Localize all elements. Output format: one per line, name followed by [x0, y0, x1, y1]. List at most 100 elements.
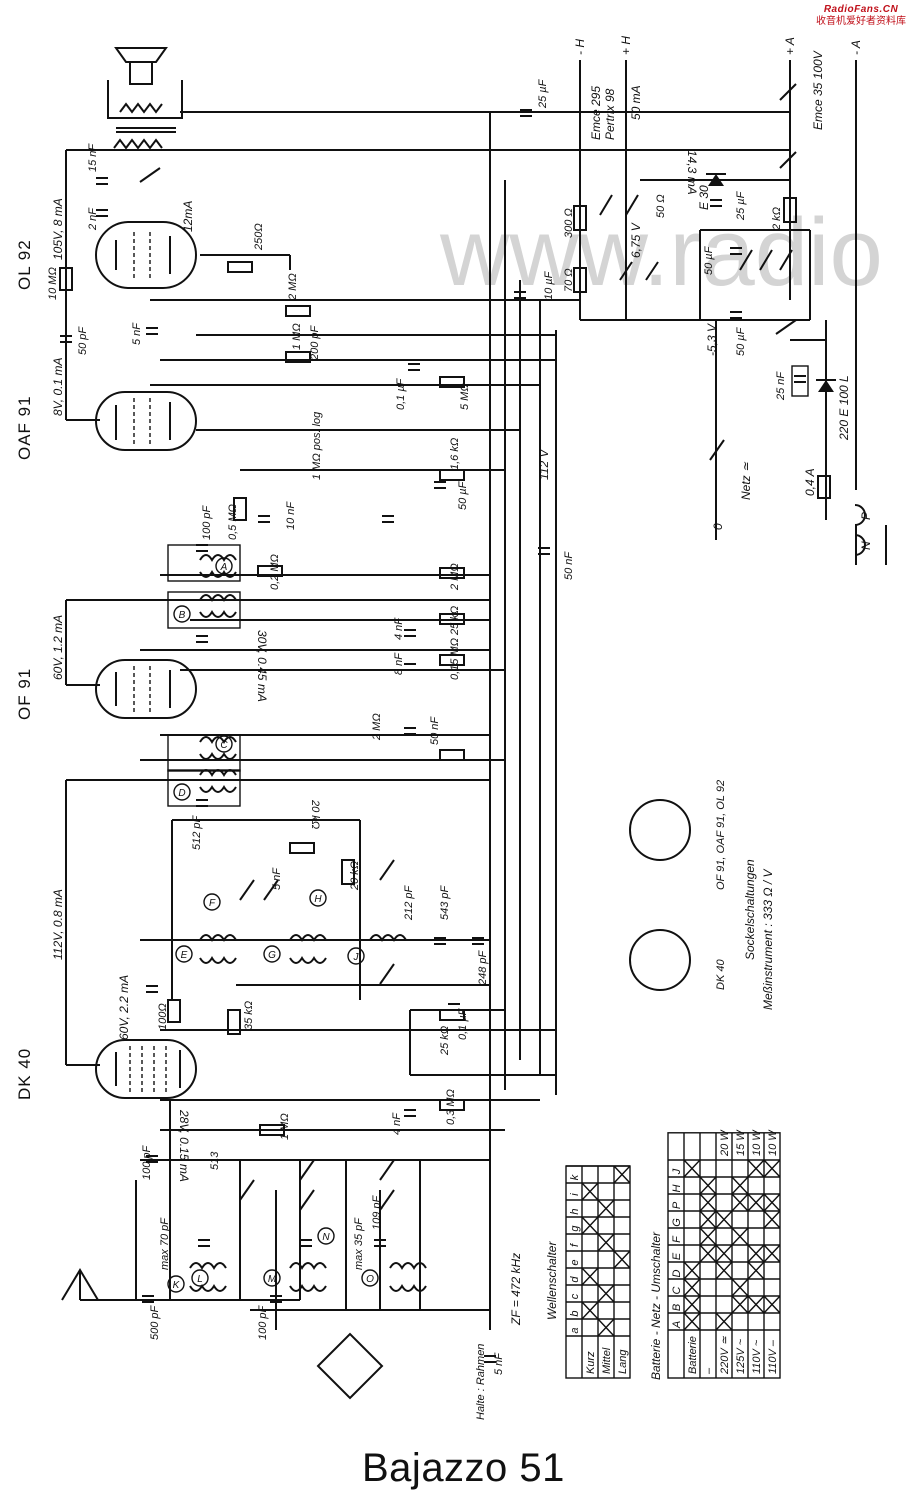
power-switch-watts: 15 W [735, 1129, 747, 1156]
wave-switch-mark [613, 1165, 631, 1184]
power-switch-mark [763, 1295, 781, 1314]
label-rahmen: Halte : Rahmen [475, 1344, 487, 1420]
power-switch-mark [715, 1210, 733, 1229]
wave-switch-col-a: a [569, 1327, 581, 1333]
capacitors [60, 109, 806, 1363]
wave-switch-col-f: f [569, 1243, 581, 1247]
label-c50p: 50 pF [77, 326, 89, 355]
coil-letter-o: O [366, 1274, 374, 1285]
tube-ol92 [95, 221, 197, 289]
power-switch-mark [683, 1261, 701, 1280]
coil-letter-f: F [209, 898, 216, 909]
coil-marker-a [215, 557, 233, 575]
wave-switch-col-k: k [569, 1174, 581, 1180]
sockets-title: Sockelschaltungen [743, 859, 757, 960]
dk40-aux: 112V, 0.8 mA [51, 889, 65, 960]
wave-switch-mark [581, 1301, 599, 1320]
wave-switch-mark [581, 1182, 599, 1201]
label-675v: 6,75 V [629, 222, 643, 258]
coil-marker-m [263, 1269, 281, 1287]
label-r300: 300 Ω [563, 208, 575, 238]
meter-label: Meßinstrument : 333 Ω / V [761, 868, 775, 1010]
label-c25u-b: 25 µF [735, 190, 747, 221]
label-c212p: 212 pF [403, 884, 415, 921]
coil-letter-a: A [220, 562, 228, 573]
switches [139, 83, 797, 1211]
resistors [59, 197, 831, 1136]
label-minus-a: - A [849, 40, 863, 55]
coil-marker-h [309, 889, 327, 907]
label-c01u: 0,1 µF [395, 377, 407, 410]
power-switch-row-label: 110V ~ [751, 1339, 763, 1374]
power-switch-row-label: 220V ≃ [719, 1335, 731, 1375]
label-pot: 1 MΩ pos. log [311, 411, 323, 480]
label-emce35: Emce 35 100V [811, 50, 825, 130]
power-switch-mark [731, 1176, 749, 1195]
power-switch-mark [699, 1176, 717, 1195]
label-c5nf: 5 nF [271, 867, 283, 890]
label-r015m: 0,15 MΩ [449, 638, 461, 680]
label-r100: 100Ω [157, 1003, 169, 1030]
tube-label-dk40: DK 40 [15, 1048, 34, 1100]
dk40-rating: 60V, 2.2 mA [117, 975, 131, 1040]
power-switch-mark [731, 1278, 749, 1297]
wave-switch-col-b: b [569, 1310, 581, 1316]
power-switch-mark [683, 1159, 701, 1178]
label-n: N [859, 541, 873, 550]
wave-switch-mark [581, 1267, 599, 1286]
label-r2k: 2 kΩ [771, 207, 783, 231]
tube-dk40 [95, 1039, 197, 1099]
label-r2m-b: 2 MΩ [449, 563, 461, 591]
power-switch-mark [731, 1227, 749, 1246]
tube-label-oaf91: OAF 91 [15, 395, 34, 460]
wave-switch-col-d: d [569, 1276, 581, 1283]
power-switch-watts: 10 W [767, 1129, 779, 1156]
label-c8n: 8 nF [393, 652, 405, 675]
label-c513: 513 [209, 1151, 221, 1170]
label-c5n: 5 nF [131, 322, 143, 345]
power-switch-mark [699, 1193, 717, 1212]
of91-screen: 30V, 0.45 mA [255, 630, 269, 702]
coil-letter-c: C [220, 740, 228, 751]
label-14ma: 14,3 mA [685, 150, 699, 195]
power-switch-mark [699, 1244, 717, 1263]
power-switch-mark [699, 1210, 717, 1229]
power-switch-col-G: G [671, 1218, 683, 1227]
watermark: www.radio [439, 199, 883, 306]
power-switch-col-B: B [671, 1304, 683, 1311]
coil-marker-d [173, 783, 191, 801]
power-switch-mark [763, 1244, 781, 1263]
coil-letter-k: K [173, 1280, 181, 1291]
power-switch-mark [683, 1312, 701, 1331]
label-cmax70: max 70 pF [159, 1217, 171, 1270]
coil-letter-m: M [268, 1274, 277, 1285]
power-switch-mark [731, 1193, 749, 1212]
coil-letter-h: H [314, 894, 322, 905]
site-header: RadioFans.CN 收音机爱好者资料库 [816, 4, 906, 28]
label-emce295: Emce 295 [589, 86, 603, 140]
label-r2m-c: 2 MΩ [371, 713, 383, 741]
power-switch-title: Batterie - Netz - Umschalter [649, 1231, 663, 1380]
label-c4n: 4 nF [393, 617, 405, 640]
speaker [107, 47, 183, 150]
mains-plug [825, 500, 887, 565]
power-switch-mark [763, 1193, 781, 1212]
label-50ma: 50 mA [629, 85, 643, 120]
label-c5nf-b: 5 nF [493, 1352, 505, 1375]
power-switch-mark [747, 1295, 765, 1314]
label-c100p-c: 100 pF [257, 1304, 269, 1340]
label-netz: Netz ≃ [739, 461, 753, 500]
page-title: Bajazzo 51 [362, 1446, 565, 1490]
power-switch-row-label: – [703, 1367, 715, 1375]
label-c512p: 512 pF [191, 814, 203, 850]
coil-marker-f [203, 893, 221, 911]
coil-marker-k [167, 1275, 185, 1293]
coil-marker-n [317, 1227, 335, 1245]
label-c50u: 50 µF [457, 480, 469, 510]
tube-label-ol92: OL 92 [15, 239, 34, 290]
coil-marker-o [361, 1269, 379, 1287]
